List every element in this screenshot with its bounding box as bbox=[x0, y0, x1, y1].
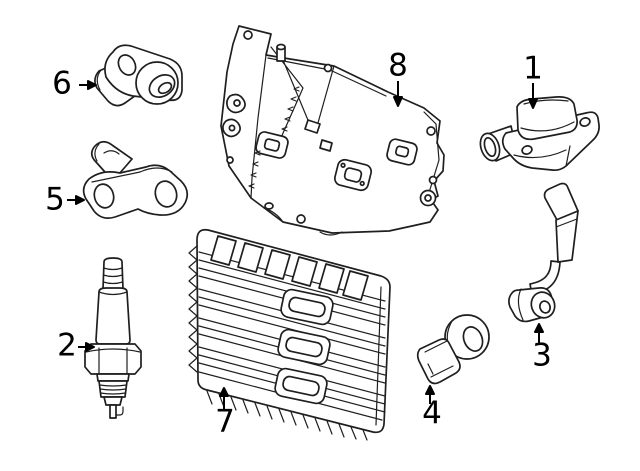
callout-arrow-8 bbox=[393, 81, 403, 107]
knock-sensor-drawing bbox=[416, 314, 490, 385]
callout-arrows bbox=[67, 80, 544, 410]
crankshaft-position-sensor-drawing bbox=[82, 140, 189, 219]
callout-label-2: 2 bbox=[57, 327, 77, 364]
callout-label-6: 6 bbox=[52, 65, 72, 102]
callout-arrow-7 bbox=[219, 387, 229, 410]
callout-label-1: 1 bbox=[523, 50, 543, 87]
sensor-mount-hole bbox=[93, 183, 115, 209]
callout-arrow-3 bbox=[534, 323, 544, 344]
ignition-coil-drawing bbox=[479, 96, 600, 172]
ecm-connector-slot bbox=[277, 328, 331, 366]
callout-arrow-2 bbox=[78, 342, 95, 352]
ignition-coil-bracket-drawing bbox=[220, 25, 445, 236]
spark-plug-drawing bbox=[84, 257, 142, 419]
callout-arrow-6 bbox=[79, 80, 97, 90]
bracket-bolt-hole bbox=[243, 30, 253, 40]
callout-label-4: 4 bbox=[422, 395, 442, 432]
callout-arrow-1 bbox=[528, 83, 538, 109]
engine-control-module-drawing bbox=[188, 228, 391, 441]
sensor-mount-hole bbox=[154, 180, 178, 208]
coil-bolt-hole bbox=[521, 145, 533, 155]
spark-plug-wire-drawing bbox=[508, 182, 579, 323]
callout-label-3: 3 bbox=[532, 337, 552, 374]
callout-label-7: 7 bbox=[215, 403, 235, 440]
callout-label-5: 5 bbox=[45, 181, 65, 218]
callout-arrow-5 bbox=[67, 195, 85, 205]
callout-arrow-4 bbox=[425, 385, 435, 404]
ecm-connector-slot bbox=[280, 288, 334, 326]
coil-bolt-hole bbox=[579, 117, 591, 127]
ecm-connector-slot bbox=[274, 367, 328, 405]
sensor-flange-hole bbox=[117, 54, 137, 76]
callout-label-8: 8 bbox=[388, 47, 408, 84]
camshaft-position-sensor-drawing bbox=[94, 44, 183, 107]
